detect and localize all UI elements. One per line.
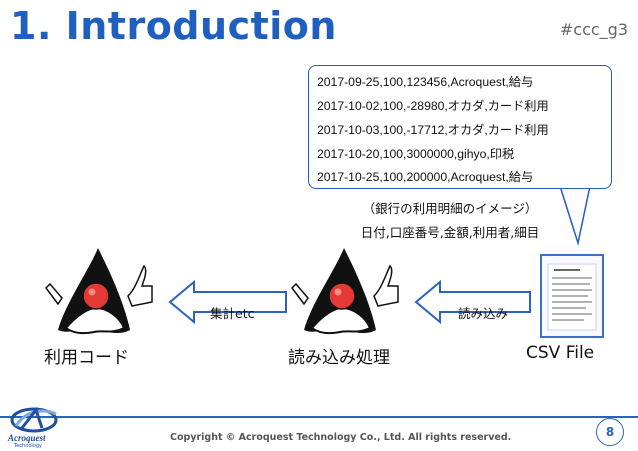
read-process-label: 読み込み処理 [288,348,390,368]
csv-line-3: 2017-10-03,100,-17712,オカダ,カード利用 [317,123,549,137]
csv-line-2: 2017-10-02,100,-28980,オカダ,カード利用 [317,99,549,113]
copyright-text: Copyright © Acroquest Technology Co., Lt… [170,432,512,443]
usage-code-label: 利用コード [44,348,129,368]
hashtag-label: #ccc_g3 [559,20,628,39]
csv-line-1: 2017-09-25,100,123456,Acroquest,給与 [317,75,534,89]
left-arrow-icon [168,280,287,324]
acroquest-logo-icon [10,406,58,433]
logo-text: Acroquest [8,433,46,443]
logo-subtext: Technology [14,443,43,449]
duke-mascot-icon [45,248,153,335]
csv-document-icon [540,254,604,338]
page-title: 1. Introduction [10,4,337,48]
csv-line-4: 2017-10-20,100,3000000,gihyo,印税 [317,147,515,161]
duke-mascot-icon [291,248,399,335]
footer-divider [0,416,638,418]
image-note-caption: （銀行の利用明細のイメージ） [362,201,538,216]
csv-sample-bubble: 2017-09-25,100,123456,Acroquest,給与 2017-… [308,65,612,189]
read-arrow-label: 読み込み [458,306,509,321]
aggregate-arrow-label: 集計etc [210,306,255,321]
page-number: 8 [596,418,624,446]
csv-line-5: 2017-10-25,100,200000,Acroquest,給与 [317,170,534,184]
fields-caption: 日付,口座番号,金額,利用者,細目 [360,225,540,240]
left-arrow-icon [414,280,531,324]
csv-file-label: CSV File [526,343,595,363]
